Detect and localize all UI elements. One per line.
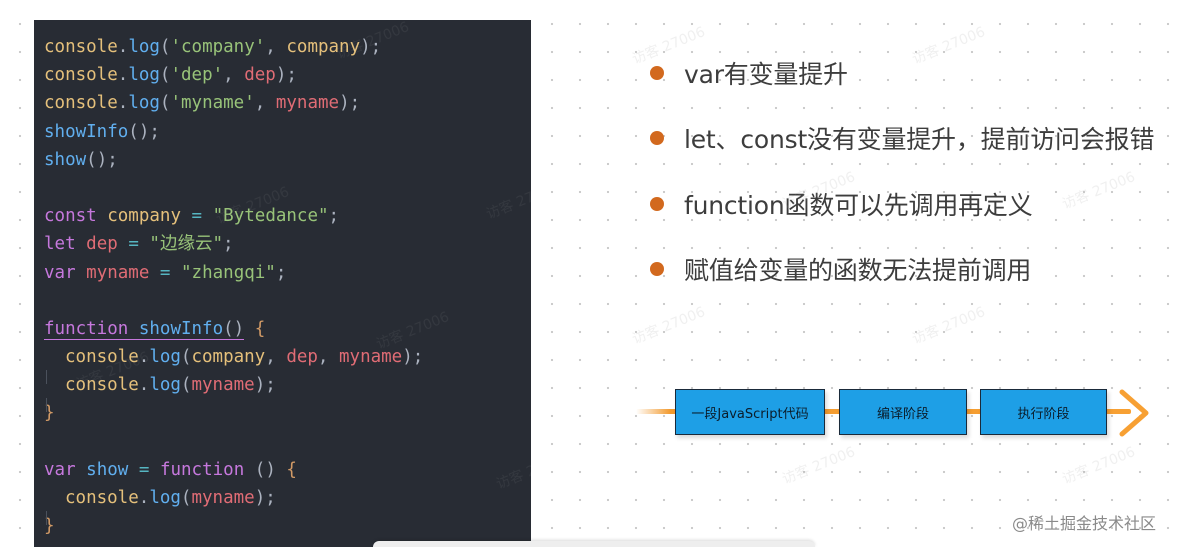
code-token: log (149, 347, 181, 368)
bullet-text: var有变量提升 (684, 60, 848, 89)
stage-execute: 执行阶段 (980, 389, 1107, 435)
code-token: console (65, 375, 139, 396)
bullet-text: function函数可以先调用再定义 (684, 190, 1033, 220)
watermark: 访客 27006 (494, 449, 572, 493)
code-token: company (191, 347, 266, 368)
code-token: console (44, 37, 118, 57)
code-token: company (286, 37, 361, 57)
code-token: myname (339, 347, 403, 368)
code-token: myname (191, 488, 255, 508)
code-token: log (149, 488, 181, 508)
code-line: function showInfo() { (44, 318, 266, 340)
stage-source-code: 一段JavaScript代码 (675, 389, 825, 435)
code-line: console.log(myname); (46, 375, 276, 413)
bullet-dot-icon (650, 66, 664, 80)
code-token: console (65, 347, 139, 368)
bottom-toolbar-edge (373, 541, 815, 547)
code-token: console (65, 488, 139, 508)
code-line: console.log(myname); (46, 488, 276, 525)
code-token: showInfo (138, 318, 224, 339)
code-line: } (44, 516, 55, 537)
code-line: showInfo(); (44, 121, 160, 142)
code-token: dep (86, 234, 118, 255)
code-token: log (128, 37, 160, 57)
code-token: company (107, 206, 181, 227)
code-line: var show = function () { (44, 459, 297, 480)
code-token: myname (191, 375, 255, 396)
list-item: function函数可以先调用再定义 (650, 184, 1154, 224)
code-token: function (44, 318, 129, 339)
list-item: let、const没有变量提升，提前访问会报错 (650, 118, 1154, 158)
code-line-blank (44, 428, 423, 456)
code-token: var (44, 459, 76, 480)
code-token: var (44, 262, 76, 283)
code-line: console.log('company', company); (44, 37, 382, 57)
watermark: 访客 27006 (780, 444, 858, 488)
code-token: showInfo (44, 121, 129, 142)
code-token: let (44, 234, 76, 255)
code-editor-panel: console.log('company', company); console… (34, 19, 572, 547)
code-block: console.log('company', company); console… (44, 33, 423, 540)
code-line: show(); (44, 149, 118, 170)
code-token: "边缘云" (149, 234, 223, 255)
code-token: log (128, 65, 160, 86)
code-token: function (159, 459, 245, 480)
code-token: log (149, 375, 181, 396)
list-item: 赋值给变量的函数无法提前调用 (650, 249, 1154, 289)
bullet-text: let、const没有变量提升，提前访问会报错 (684, 125, 1155, 155)
code-token: dep (286, 347, 318, 368)
watermark: 访客 27006 (484, 179, 562, 223)
code-token: const (44, 206, 97, 227)
code-token: show (44, 149, 87, 170)
code-token: console (44, 65, 118, 86)
code-token: console (44, 93, 118, 114)
code-token: dep (244, 65, 276, 86)
code-line: console.log(company, dep, myname); (46, 347, 424, 385)
code-token: log (128, 93, 160, 114)
code-token: show (86, 459, 129, 480)
code-token: myname (275, 93, 340, 114)
arrow-right-icon (1119, 389, 1149, 437)
code-line-blank (44, 287, 423, 315)
bullet-dot-icon (650, 131, 664, 146)
code-token: myname (86, 262, 150, 283)
code-line: console.log('dep', dep); (44, 65, 297, 86)
bullet-text: 赋值给变量的函数无法提前调用 (684, 255, 1032, 285)
bullet-dot-icon (650, 261, 664, 276)
code-token: 'myname' (170, 93, 255, 114)
hoisting-rules-list: var有变量提升 let、const没有变量提升，提前访问会报错 functio… (650, 53, 1154, 314)
code-line-blank (44, 174, 423, 202)
stage-compile: 编译阶段 (839, 389, 967, 435)
code-line: var myname = "zhangqi"; (44, 262, 287, 283)
site-watermark: @稀土掘金技术社区 (1012, 514, 1157, 533)
code-line: console.log('myname', myname); (44, 93, 361, 114)
code-token: 'company' (170, 37, 266, 57)
list-item: var有变量提升 (650, 53, 1154, 93)
code-token: "zhangqi" (181, 262, 276, 283)
code-token: "Bytedance" (212, 206, 329, 227)
watermark: 访客 27006 (1060, 444, 1138, 488)
execution-pipeline-diagram: 一段JavaScript代码 编译阶段 执行阶段 (636, 384, 1156, 444)
code-line: const company = "Bytedance"; (44, 206, 340, 227)
code-line: let dep = "边缘云"; (44, 234, 234, 255)
code-token: 'dep' (170, 65, 224, 86)
code-line: } (44, 403, 55, 424)
bullet-dot-icon (650, 196, 664, 211)
